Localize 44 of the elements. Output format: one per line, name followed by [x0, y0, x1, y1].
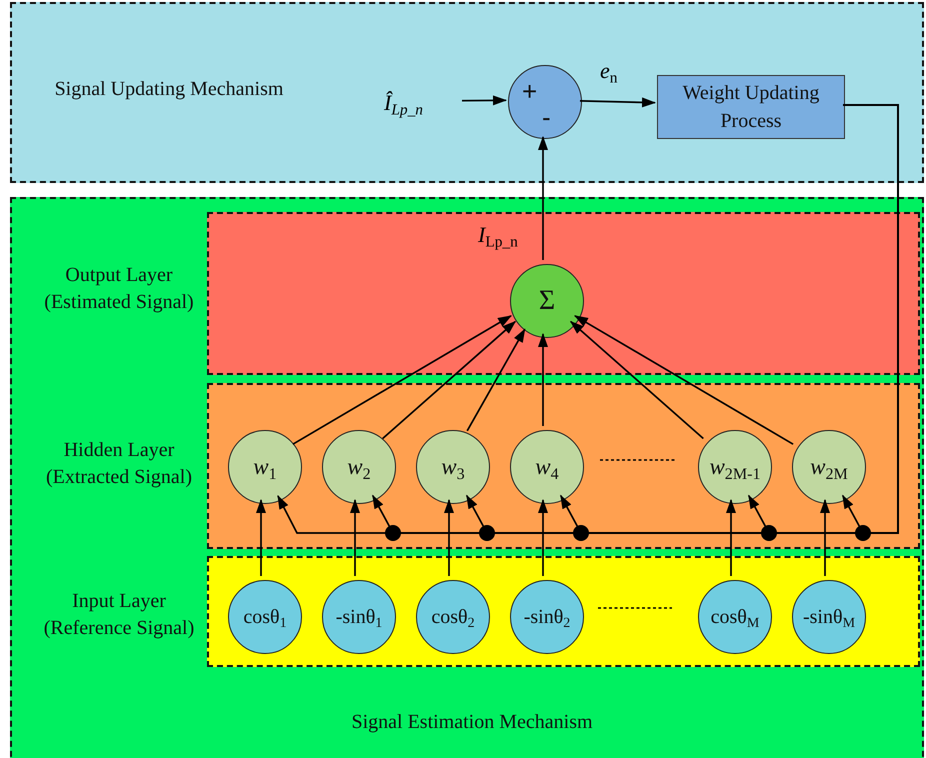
neuron-label: w$_{3}$ — [441, 454, 465, 480]
arrow — [538, 136, 548, 260]
process-label: Weight Updating Process — [682, 81, 820, 134]
neuron-label: w$_{2}$ — [347, 454, 371, 480]
layer-band — [10, 197, 924, 758]
arrow — [256, 499, 266, 576]
neuron-circle — [510, 264, 584, 338]
arrow — [570, 320, 704, 440]
layer-label: Signal Estimation Mechanism — [350, 710, 594, 735]
neuron-label: w$_{4}$ — [535, 454, 559, 480]
neuron-label: cosθ$_{1}$ — [243, 606, 287, 628]
arrow — [444, 499, 454, 576]
arrow — [350, 499, 360, 576]
arrow — [462, 95, 507, 106]
layer-label: Output Layer (Estimated Signal) — [43, 263, 195, 315]
neuron-label: Σ — [538, 285, 556, 317]
neuron-label: -sinθ$_{2}$ — [524, 606, 570, 628]
arrow — [292, 315, 512, 445]
neuron-label: w$_{1}$ — [253, 454, 277, 480]
arrow — [726, 499, 736, 576]
neuron-circle — [698, 430, 772, 504]
arrow — [574, 315, 794, 445]
neuron-label: w$_{2M-1}$ — [709, 454, 761, 480]
layer-label: Input Layer (Reference Signal) — [42, 589, 196, 641]
neuron-label: -sinθ$_{M}$ — [802, 606, 856, 628]
layer-label: Signal Updating Mechanism — [54, 77, 284, 102]
edge-label: I$_{Lp_n}$ — [478, 222, 518, 248]
arrow — [538, 333, 548, 426]
arrow — [382, 320, 516, 440]
neuron-label: -sinθ$_{1}$ — [336, 606, 382, 628]
arrow — [580, 97, 656, 108]
neuron-label: cosθ$_{M}$ — [710, 606, 760, 628]
layer-band — [10, 2, 924, 183]
arrow — [466, 328, 526, 432]
signal-label: Î$_{Lp_n}$ — [384, 86, 464, 120]
layer-label: Hidden Layer (Extracted Signal) — [44, 438, 194, 490]
arrow — [820, 499, 830, 576]
sign-label: + — [522, 78, 538, 104]
neuron-label: cosθ$_{2}$ — [431, 606, 475, 628]
arrow — [538, 499, 548, 576]
sign-label: - — [542, 104, 551, 130]
neuron-label: w$_{2M}$ — [810, 454, 848, 480]
process-box — [657, 75, 845, 139]
edge-label: e$_{n}$ — [600, 58, 618, 84]
